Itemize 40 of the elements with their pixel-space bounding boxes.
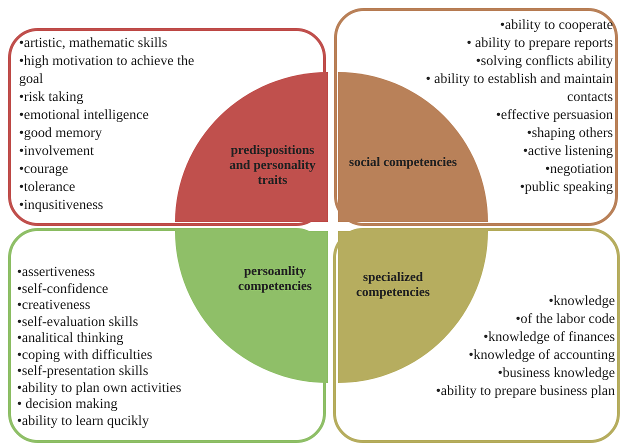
bullet-item: •involvement [19,143,95,161]
bullet-item: •good memory [19,125,104,143]
bullet-item: •risk taking [19,89,84,107]
bullet-item: •ability to cooperate [499,17,613,35]
bullet-item: •courage [19,161,70,179]
bullet-item: •ability to learn qucikly [17,414,150,430]
bullet-item: •coping with difficulties [17,348,154,364]
bullet-item: •active listening [522,143,613,161]
rounded-panel [334,8,618,226]
bullet-item: •creativeness [17,298,92,314]
quadrant-label: social competencies [348,154,458,169]
bullet-item: •artistic, mathematic skills [19,35,168,53]
bullet-item: •knowledge of accounting [468,347,615,365]
bullet-item: •tolerance [19,179,76,197]
bullet-item: •public speaking [518,179,613,197]
rounded-panel [333,228,620,443]
bullet-item: •effective persuasion [495,107,613,125]
bullet-item: • ability to establish and maintain contacts [424,71,613,107]
bullet-item: •high motivation to achieve the goal [19,53,196,89]
bullet-item: •self-presentation skills [17,364,150,380]
bullet-item: •solving conflicts ability [474,53,613,71]
bullet-item: •analitical thinking [17,331,124,348]
bullet-item: •inqusitiveness [19,197,104,215]
bullet-item: •self-confidence [17,282,110,298]
bullet-item: •of the labor code [514,311,615,329]
bullet-item: •emotional intelligence [19,107,150,125]
bullet-item: •shaping others [526,125,613,143]
bullet-item: •assertiveness [17,265,96,282]
quadrant-label: specialized competencies [355,269,431,299]
bullet-item: •self-evaluation skills [17,314,140,331]
rounded-panel [8,28,326,226]
bullet-item: •ability to prepare business plan [434,383,615,401]
quadrant-label: persoanlity competencies [237,263,313,293]
bullet-item: • decision making [17,397,119,414]
bullet-item: •ability to plan own activities [17,380,182,397]
bullet-item: •business knowledge [496,365,615,383]
bullet-item: • ability to prepare reports [466,35,613,53]
rounded-panel [8,228,326,443]
bullet-item: •knowledge of finances [482,329,615,347]
quadrant-label: predispositions and personality traits [228,142,317,187]
